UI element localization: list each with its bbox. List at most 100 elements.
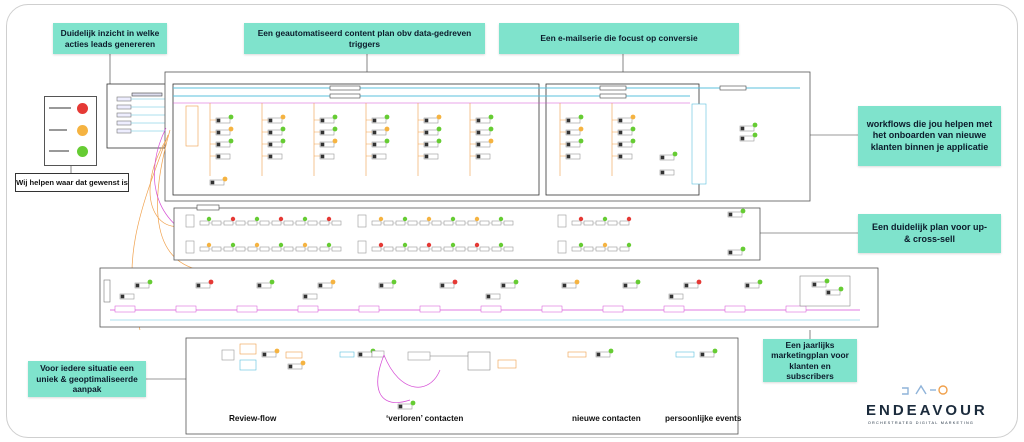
workflow-node bbox=[617, 141, 633, 148]
review-step bbox=[239, 343, 257, 355]
month-node bbox=[785, 305, 807, 313]
month-node bbox=[419, 305, 441, 313]
workflow-node bbox=[561, 282, 577, 289]
node-icon bbox=[476, 142, 481, 147]
node-icon bbox=[216, 130, 221, 135]
month-node bbox=[480, 305, 502, 313]
upsell-node bbox=[199, 220, 210, 226]
node-icon bbox=[216, 142, 221, 147]
workflow-node bbox=[209, 179, 225, 186]
upsell-status-dot bbox=[230, 242, 236, 248]
node-status-dot bbox=[740, 208, 746, 214]
node-icon bbox=[379, 283, 384, 288]
node-status-dot bbox=[391, 279, 397, 285]
brand-name: ENDEAVOUR bbox=[866, 402, 988, 419]
node-status-dot bbox=[452, 279, 458, 285]
lead-sources-header bbox=[131, 92, 163, 97]
month-node bbox=[114, 305, 136, 313]
node-status-dot bbox=[300, 360, 306, 366]
upsell-node bbox=[223, 220, 234, 226]
workflow-node bbox=[811, 281, 827, 288]
lost-end-group bbox=[467, 351, 491, 371]
upsell-status-dot bbox=[450, 216, 456, 222]
legend-line-1 bbox=[49, 107, 71, 109]
node-icon bbox=[424, 142, 429, 147]
content-plan-section bbox=[172, 83, 540, 196]
upsell-status-dot bbox=[326, 242, 332, 248]
upsell-node bbox=[407, 220, 418, 226]
upsell-status-dot bbox=[378, 216, 384, 222]
node-icon bbox=[268, 142, 273, 147]
upsell-status-dot bbox=[254, 216, 260, 222]
upsell-node bbox=[467, 220, 478, 226]
node-status-dot bbox=[488, 114, 494, 120]
upsell-node bbox=[443, 220, 454, 226]
node-icon bbox=[210, 180, 215, 185]
review-start bbox=[221, 349, 235, 361]
lost-loop bbox=[377, 354, 411, 403]
callout-help: Wij helpen waar dat gewenst is bbox=[15, 173, 129, 192]
upsell-node bbox=[619, 246, 630, 252]
upsell-node bbox=[619, 220, 630, 226]
endeavour-logo: ENDEAVOUR ORCHESTRATED DIGITAL MARKETING bbox=[866, 380, 988, 430]
node-icon bbox=[268, 154, 273, 159]
workflow-node bbox=[319, 141, 335, 148]
upsell-node bbox=[395, 246, 406, 252]
node-status-dot bbox=[384, 126, 390, 132]
workflow-node bbox=[319, 153, 335, 160]
upsell-status-dot bbox=[254, 242, 260, 248]
section-header-label bbox=[599, 93, 627, 99]
upsell-node bbox=[259, 220, 270, 226]
upsell-node bbox=[211, 246, 222, 252]
month-node bbox=[236, 305, 258, 313]
upsell-status-dot bbox=[626, 216, 632, 222]
node-icon bbox=[320, 154, 325, 159]
node-icon bbox=[120, 294, 125, 299]
node-icon bbox=[669, 294, 674, 299]
node-icon bbox=[372, 118, 377, 123]
node-status-dot bbox=[712, 348, 718, 354]
workflow-node bbox=[371, 129, 387, 136]
upsell-status-dot bbox=[206, 242, 212, 248]
workflow-node bbox=[595, 351, 611, 358]
month-node bbox=[358, 305, 380, 313]
email-end-block bbox=[691, 103, 707, 185]
workflow-node bbox=[134, 282, 150, 289]
upsell-node bbox=[571, 220, 582, 226]
node-status-dot bbox=[513, 279, 519, 285]
workflow-node bbox=[727, 249, 743, 256]
upsell-node bbox=[331, 246, 342, 252]
node-icon bbox=[372, 130, 377, 135]
node-icon bbox=[262, 352, 267, 357]
node-status-dot bbox=[578, 126, 584, 132]
node-status-dot bbox=[436, 138, 442, 144]
upsell-node bbox=[595, 220, 606, 226]
node-icon bbox=[740, 136, 745, 141]
upsell-node bbox=[443, 246, 454, 252]
upsell-node bbox=[259, 246, 270, 252]
callout-upsell: Een duidelijk plan voor up- & cross-sell bbox=[858, 214, 1001, 253]
upsell-trigger bbox=[357, 240, 367, 254]
lost-step bbox=[371, 350, 385, 358]
node-status-dot bbox=[578, 114, 584, 120]
workflow-node bbox=[119, 293, 135, 300]
lead-source-item bbox=[116, 104, 132, 110]
node-status-dot bbox=[630, 138, 636, 144]
upsell-status-dot bbox=[450, 242, 456, 248]
upsell-node bbox=[223, 246, 234, 252]
node-icon bbox=[288, 364, 293, 369]
node-status-dot bbox=[269, 279, 275, 285]
workflow-node bbox=[302, 293, 318, 300]
workflow-node bbox=[475, 117, 491, 124]
upsell-node bbox=[319, 246, 330, 252]
lost-loop-2 bbox=[383, 354, 441, 388]
workflow-node bbox=[475, 129, 491, 136]
upsell-status-dot bbox=[474, 242, 480, 248]
new-contacts-start bbox=[567, 351, 587, 358]
upsell-node bbox=[583, 246, 594, 252]
upsell-node bbox=[419, 246, 430, 252]
node-icon bbox=[740, 126, 745, 131]
lost-step bbox=[407, 351, 431, 361]
workflow-node bbox=[215, 153, 231, 160]
node-icon bbox=[303, 294, 308, 299]
